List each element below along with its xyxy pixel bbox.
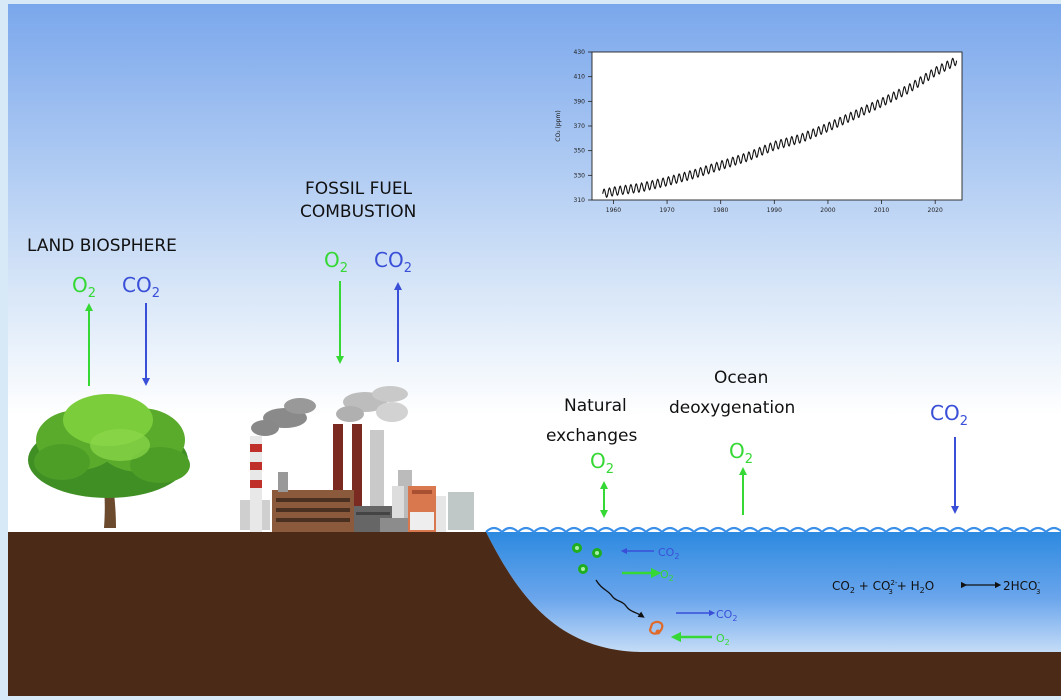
natural-exchanges-label-line1: Natural bbox=[564, 396, 627, 416]
carbonate-equilibrium-equation: CO2 + CO2-3 + H2O 2HCO-3 bbox=[832, 579, 1040, 596]
chart-x-tick-label: 2010 bbox=[874, 207, 889, 214]
ocean-o2-label: O2 bbox=[729, 439, 753, 467]
oxygen-molecule-icon bbox=[572, 543, 602, 574]
co2-series-line bbox=[602, 57, 958, 199]
ocean-co2-label: CO2 bbox=[930, 401, 968, 429]
land-o2-label: O2 bbox=[72, 273, 96, 301]
chart-y-tick-label: 350 bbox=[574, 148, 586, 155]
ocean-water bbox=[486, 532, 1061, 652]
chart-x-tick-label: 1970 bbox=[659, 207, 674, 214]
sinking-organic-matter-arrow bbox=[595, 579, 645, 618]
chart-y-tick-label: 410 bbox=[574, 74, 586, 81]
factory-icon bbox=[240, 386, 474, 532]
fossil-fuel-label-line1: FOSSIL FUEL bbox=[305, 179, 413, 199]
ocean-waves bbox=[485, 526, 1061, 534]
fossil-fuel-label-line2: COMBUSTION bbox=[300, 202, 416, 222]
marine-organism-icon bbox=[648, 620, 664, 635]
chart-x-tick-label: 1960 bbox=[606, 207, 621, 214]
svg-text:2HCO-3: 2HCO-3 bbox=[1003, 579, 1040, 596]
chart-x-tick-label: 2020 bbox=[928, 207, 943, 214]
chart-y-tick-label: 430 bbox=[574, 49, 586, 56]
natural-o2-label: O2 bbox=[590, 449, 614, 477]
deep-co2-label: CO2 bbox=[716, 608, 737, 623]
ocean-deox-label-line1: Ocean bbox=[714, 368, 768, 388]
land-co2-label: CO2 bbox=[122, 273, 160, 301]
under-o2-label: O2 bbox=[660, 568, 674, 583]
chart-plot-frame bbox=[591, 51, 963, 201]
deep-o2-label: O2 bbox=[716, 632, 730, 647]
chart-y-tick-label: 370 bbox=[574, 123, 586, 130]
chart-y-tick-label: 390 bbox=[574, 98, 586, 105]
under-co2-label: CO2 bbox=[658, 546, 679, 561]
page-border-top bbox=[0, 0, 1061, 4]
co2-concentration-chart: 310 330 350 370 390 410 430 1960 1970 1980 1990 20… bbox=[555, 49, 963, 214]
chart-x-tick-label: 2000 bbox=[820, 207, 835, 214]
tree-icon bbox=[28, 394, 190, 528]
ground-land bbox=[8, 532, 1061, 696]
ocean-deox-label-line2: deoxygenation bbox=[669, 398, 795, 418]
land-biosphere-label: LAND BIOSPHERE bbox=[27, 236, 177, 256]
fossil-o2-label: O2 bbox=[324, 248, 348, 276]
fossil-co2-label: CO2 bbox=[374, 248, 412, 276]
chart-y-tick-label: 310 bbox=[574, 197, 586, 204]
chart-y-axis-label: CO₂ (ppm) bbox=[555, 110, 562, 141]
chart-y-tick-label: 330 bbox=[574, 172, 586, 179]
page-border-left bbox=[0, 0, 8, 696]
svg-text:CO2 + CO2-3 + H2O: CO2 + CO2-3 + H2O bbox=[832, 579, 934, 596]
chart-x-tick-label: 1990 bbox=[767, 207, 782, 214]
chart-x-tick-label: 1980 bbox=[713, 207, 728, 214]
natural-exchanges-label-line2: exchanges bbox=[546, 426, 637, 446]
